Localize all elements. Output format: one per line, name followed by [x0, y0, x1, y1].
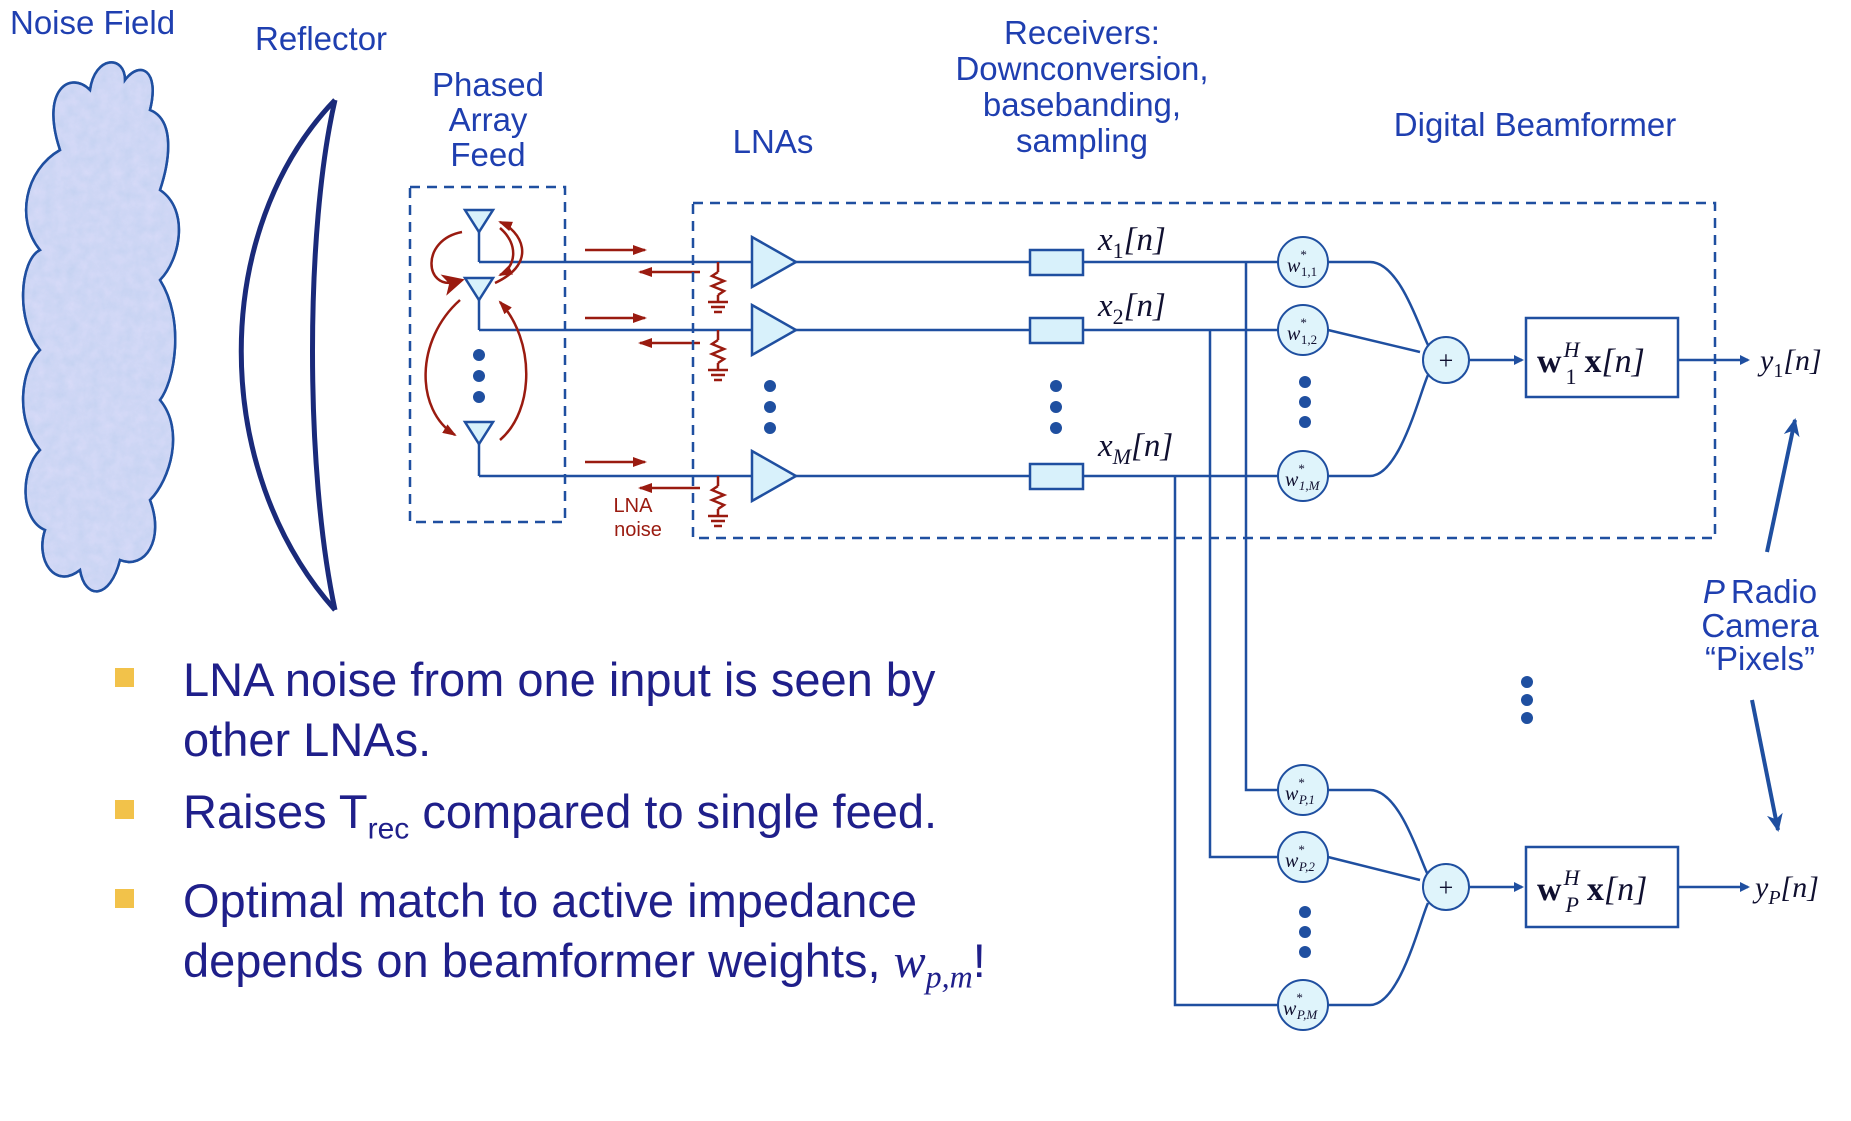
bullet-marker: [115, 800, 134, 819]
lna-ellipsis-dot: [764, 401, 776, 413]
antenna-ellipsis-dot: [473, 391, 485, 403]
output-yp-label: yP[n]: [1752, 871, 1819, 909]
bullet-text-3-var: w: [893, 935, 926, 989]
weight-ellipsis-dot: [1299, 416, 1311, 428]
weight-w11: w*1,1: [1277, 236, 1329, 288]
lna-amplifier-2: [750, 302, 799, 358]
bullet-text-3-pre: Optimal match to active impedance depend…: [183, 874, 918, 988]
summer-top: +: [1422, 336, 1470, 384]
lna-ellipsis-dot: [764, 380, 776, 392]
reflector-shape: [238, 98, 338, 612]
weight-ellipsis-dot: [1299, 396, 1311, 408]
output-y1-label: y1[n]: [1757, 344, 1822, 382]
bullet-text-3-var-sub: p,m: [925, 958, 973, 995]
noise-field-label: Noise Field: [10, 4, 175, 41]
svg-text:+: +: [1439, 346, 1454, 375]
svg-text:w*P,1: w*P,1: [1285, 775, 1315, 807]
weight-w1m: w*1,M: [1277, 450, 1329, 502]
bullet-list: LNA noise from one input is seen by othe…: [110, 650, 1010, 1019]
receivers-label-1: Receivers:: [1004, 14, 1160, 51]
lna-ellipsis-dot: [764, 422, 776, 434]
bullet-text-1: LNA noise from one input is seen by othe…: [183, 653, 936, 766]
weight-ellipsis-dot: [1299, 926, 1311, 938]
weight-ellipsis-dot: [1299, 906, 1311, 918]
signal-xm-label: xM[n]: [1097, 428, 1173, 469]
weight-wp1: w*P,1: [1277, 764, 1329, 816]
pixel-ellipsis-dot: [1521, 694, 1533, 706]
svg-text:w*1,M: w*1,M: [1285, 461, 1321, 493]
receiver-ellipsis-dot: [1050, 422, 1062, 434]
bullet-text-2-pre: Raises T: [183, 785, 368, 838]
noise-field-cloud: [21, 61, 181, 593]
pixel-ellipsis-dot: [1521, 712, 1533, 724]
receiver-block-2: [1028, 316, 1085, 345]
receivers-label-2: Downconversion,: [955, 50, 1208, 87]
bullet-item-3: Optimal match to active impedance depend…: [110, 871, 1010, 1006]
bullet-marker: [115, 668, 134, 687]
lna-noise-label-2: noise: [614, 519, 662, 541]
bullet-item-1: LNA noise from one input is seen by othe…: [110, 650, 1010, 770]
pixel-ellipsis-dot: [1521, 676, 1533, 688]
weight-ellipsis-dot: [1299, 946, 1311, 958]
receiver-block-1: [1028, 248, 1085, 277]
signal-x1-label: x1[n]: [1097, 222, 1166, 263]
weight-ellipsis-dot: [1299, 376, 1311, 388]
receivers-label-4: sampling: [1016, 122, 1148, 159]
phased-array-feed-box: [408, 185, 567, 524]
phased-array-label-2: Array: [449, 101, 528, 138]
bullet-marker: [115, 889, 134, 909]
receiver-ellipsis-dot: [1050, 401, 1062, 413]
bullet-text-2-sub: rec: [367, 812, 410, 846]
weight-wp2: w*P,2: [1277, 831, 1329, 883]
outgoing-noise-arrows: [638, 267, 700, 493]
svg-text:w*P,2: w*P,2: [1285, 842, 1315, 874]
lna-noise-source-m: [708, 476, 728, 528]
weight-wpm: w*P,M: [1277, 979, 1329, 1031]
lna-amplifier-1: [750, 234, 799, 290]
receiver-ellipsis-dot: [1050, 380, 1062, 392]
incoming-signal-arrows: [585, 245, 647, 467]
antenna-element-1: [462, 208, 758, 264]
lnas-label: LNAs: [733, 123, 814, 160]
antenna-ellipsis-dot: [473, 370, 485, 382]
receivers-label-3: basebanding,: [983, 86, 1181, 123]
summer-bottom: +: [1422, 863, 1470, 911]
svg-text:w*1,2: w*1,2: [1287, 315, 1317, 347]
signal-x2-label: x2[n]: [1097, 288, 1166, 329]
phased-array-label-1: Phased: [432, 66, 544, 103]
antenna-ellipsis-dot: [473, 349, 485, 361]
weight-w12: w*1,2: [1277, 304, 1329, 356]
bullet-text-2-post: compared to single feed.: [409, 785, 938, 838]
svg-text:w*1,1: w*1,1: [1287, 247, 1317, 279]
pixels-label-3: “Pixels”: [1705, 640, 1815, 677]
antenna-element-2: [462, 276, 758, 332]
bullet-item-2: Raises Trec compared to single feed.: [110, 782, 1010, 859]
bullet-text-3-post: !: [972, 934, 986, 988]
pixels-label-2: Camera: [1701, 607, 1819, 644]
receiver-chain-box: [691, 201, 1717, 540]
digital-beamformer-label: Digital Beamformer: [1394, 106, 1676, 143]
antenna-element-m: [462, 420, 758, 478]
pixel-arrow-up: [1765, 418, 1800, 553]
coupling-arrows: [424, 220, 528, 441]
reflector-label: Reflector: [255, 20, 387, 57]
lna-noise-label-1: LNA: [614, 495, 654, 517]
lna-noise-source-1: [708, 262, 728, 314]
lna-amplifier-m: [750, 448, 799, 504]
pixel-arrow-down: [1750, 699, 1783, 832]
phased-array-label-3: Feed: [450, 136, 525, 173]
svg-text:+: +: [1439, 873, 1454, 902]
svg-text:w*P,M: w*P,M: [1283, 990, 1318, 1022]
receiver-block-m: [1028, 462, 1085, 491]
lna-noise-source-2: [708, 330, 728, 382]
